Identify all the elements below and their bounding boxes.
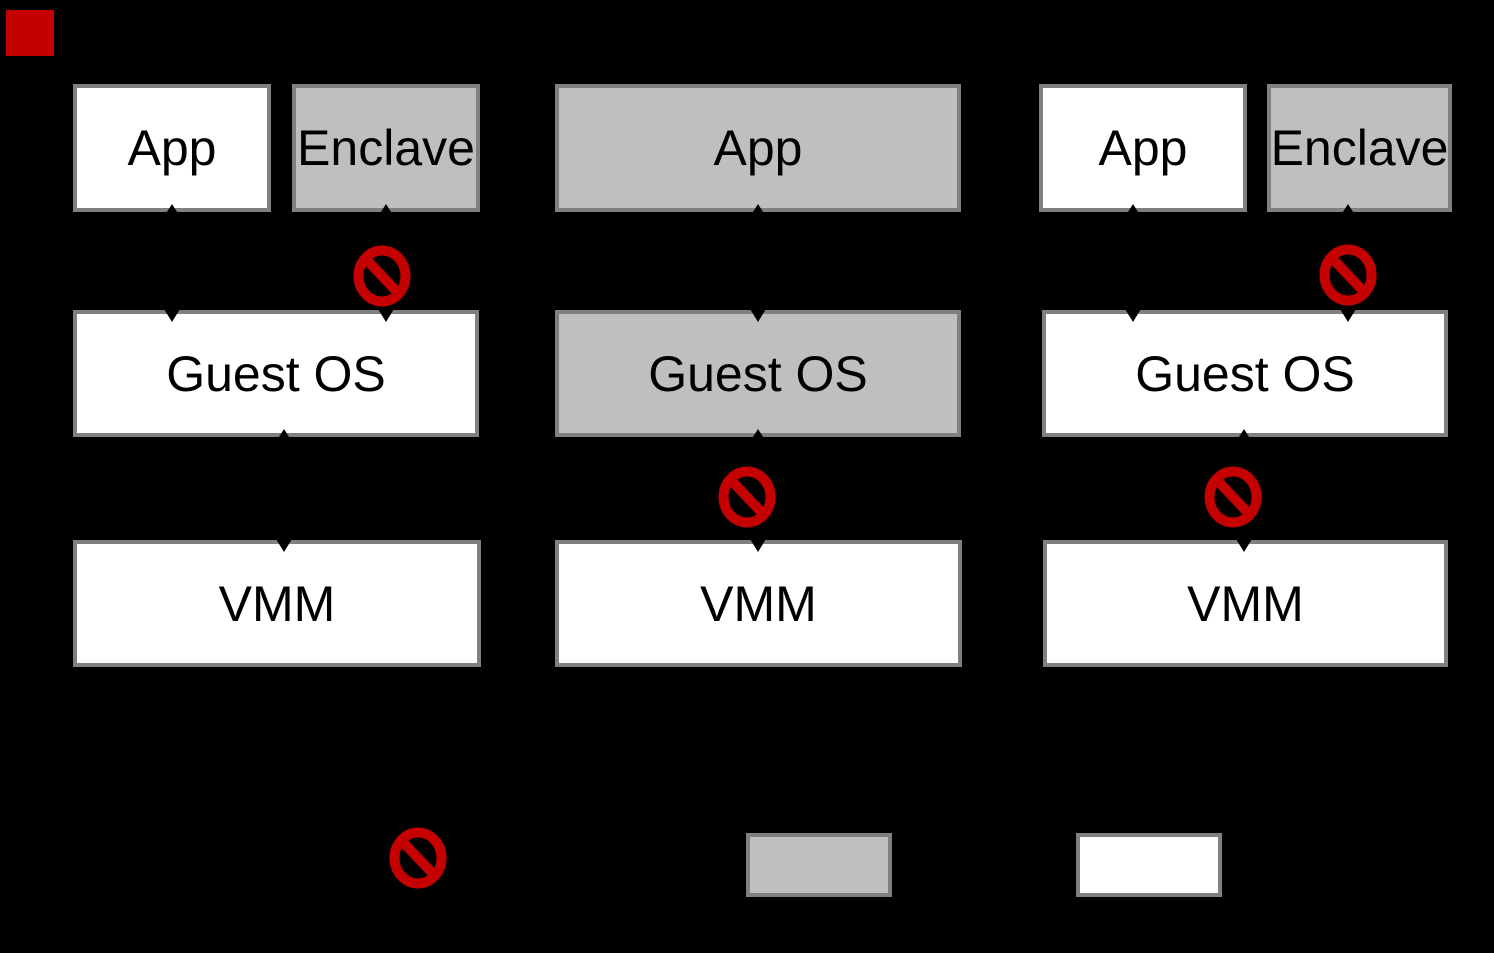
box-guestos-right: Guest OS [1042,310,1448,437]
connector-line [1347,212,1349,310]
arrow-down-head-icon [276,539,292,552]
arrow-down-head-icon [164,309,180,322]
arrow-up-head-icon [277,429,291,440]
connector-line [385,212,387,310]
box-app-middle-label: App [713,120,803,176]
no-entry-icon [718,466,776,528]
box-app-left-label: App [127,120,217,176]
box-guestos-middle: Guest OS [555,310,961,437]
connector-line [1132,212,1134,310]
box-app-left: App [73,84,271,212]
arrow-down-head-icon [750,539,766,552]
arrow-up-head-icon [751,429,765,440]
legend-trusted-swatch [1076,833,1222,897]
arrow-up-head-icon [379,204,393,215]
box-vmm-middle: VMM [555,540,962,667]
box-vmm-left-label: VMM [218,575,336,632]
box-app-right-label: App [1098,120,1188,176]
arrow-down-head-icon [1125,309,1141,322]
arrow-down-head-icon [1236,539,1252,552]
connector-line [283,437,285,540]
arrow-down-head-icon [378,309,394,322]
box-vmm-right-label: VMM [1187,575,1304,632]
box-vmm-middle-label: VMM [700,575,817,632]
legend-untrusted-swatch [746,833,892,897]
box-app-right: App [1039,84,1247,212]
box-enclave-right: Enclave [1267,84,1452,212]
box-vmm-left: VMM [73,540,481,667]
box-guestos-right-label: Guest OS [1135,345,1355,402]
connector-line [757,212,759,310]
box-guestos-left-label: Guest OS [166,345,386,402]
connector-line [1243,437,1245,540]
box-vmm-right: VMM [1043,540,1448,667]
red-marker [6,10,54,56]
arrow-up-head-icon [1341,204,1355,215]
box-enclave-right-label: Enclave [1270,120,1449,176]
legend-no-entry-icon [389,827,447,889]
no-entry-icon [353,245,411,307]
connector-line [757,437,759,540]
arrow-down-head-icon [1340,309,1356,322]
arrow-up-head-icon [751,204,765,215]
box-enclave-left-label: Enclave [297,120,475,176]
no-entry-icon [1319,244,1377,306]
box-guestos-middle-label: Guest OS [648,345,868,402]
arrow-down-head-icon [750,309,766,322]
box-enclave-left: Enclave [292,84,480,212]
arrow-up-head-icon [1237,429,1251,440]
box-guestos-left: Guest OS [73,310,479,437]
box-app-middle: App [555,84,961,212]
arrow-up-head-icon [1126,204,1140,215]
no-entry-icon [1204,466,1262,528]
arrow-up-head-icon [165,204,179,215]
connector-line [171,212,173,310]
